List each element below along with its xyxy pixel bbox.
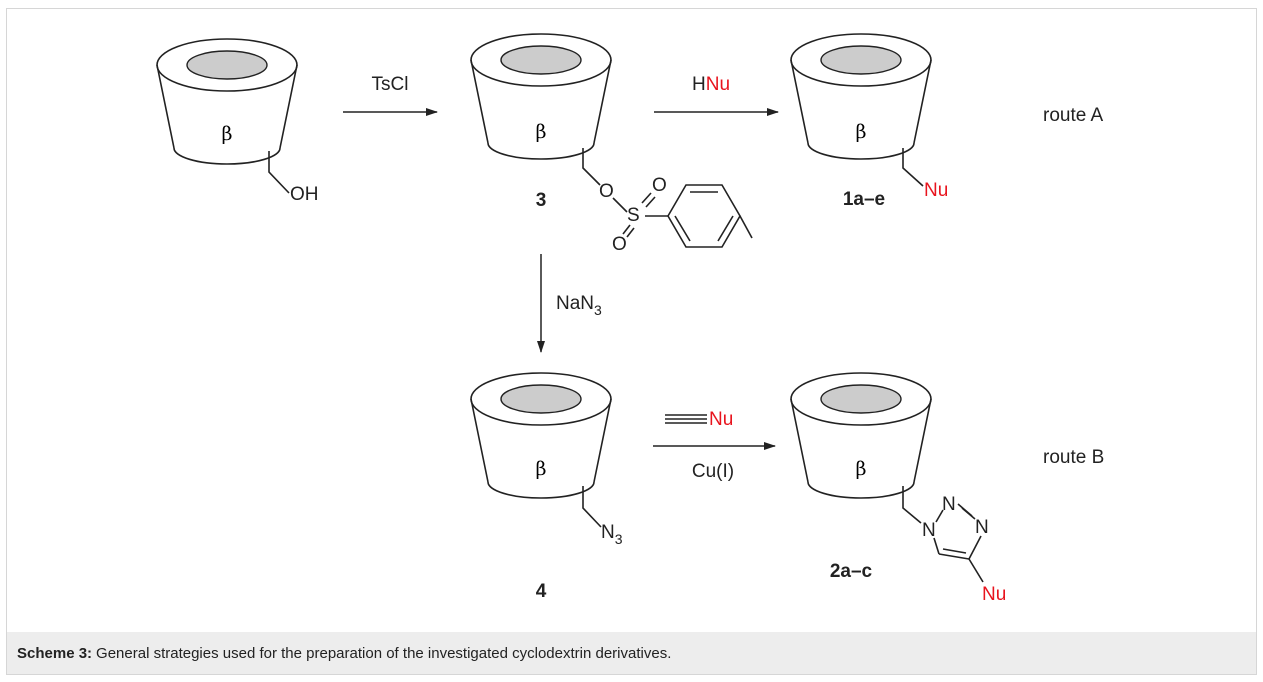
alkyne-triple-bond — [665, 414, 707, 424]
arrow-azidation: NaN3 — [537, 254, 602, 353]
route-a-label: route A — [1043, 105, 1104, 126]
reaction-scheme: β OH TsCl β O S O O — [156, 33, 1104, 605]
triazole-n3: N — [975, 517, 989, 538]
cd-triazole-product: β N N N Nu 2a–c — [790, 372, 1006, 605]
cd-beta-symbol: β — [536, 458, 547, 480]
cd-product-1: β Nu 1a–e — [790, 33, 948, 210]
compound-1-label: 1a–e — [843, 189, 885, 210]
cd-beta-symbol: β — [856, 121, 867, 143]
figure-frame — [6, 8, 1257, 675]
catalyst-cu: Cu(I) — [692, 461, 734, 482]
compound-3-label: 3 — [536, 190, 547, 211]
nucleophile-2: Nu — [982, 584, 1006, 605]
triazole-n2: N — [942, 494, 956, 515]
nucleophile-1: Nu — [924, 180, 948, 201]
cd-starting-material: β OH — [156, 38, 319, 205]
triazole-n1: N — [922, 520, 936, 541]
tosyl-s: S — [627, 205, 640, 226]
caption-label: Scheme 3: — [17, 644, 93, 662]
tosyl-o: O — [599, 181, 614, 202]
reagent-hnu: HNu — [692, 74, 730, 95]
alkyne-nucleophile: Nu — [709, 409, 733, 430]
cd-azide: β N3 4 — [470, 372, 623, 602]
arrow-substitution: HNu — [654, 74, 779, 116]
caption-text: General strategies used for the preparat… — [96, 644, 672, 662]
azide-group: N3 — [601, 522, 623, 547]
oh-linker — [268, 151, 290, 194]
tosyl-o-top: O — [652, 175, 667, 196]
tosyl-o-bottom: O — [612, 234, 627, 255]
arrow-click-reaction: Nu Cu(I) — [653, 409, 776, 482]
arrow-tosylation: TsCl — [343, 74, 438, 116]
compound-2-label: 2a–c — [830, 561, 873, 582]
reagent-nan3: NaN3 — [556, 293, 602, 318]
cd-beta-symbol: β — [856, 458, 867, 480]
tolyl-ring — [667, 184, 753, 248]
compound-4-label: 4 — [536, 581, 547, 602]
triazole-ring-bonds — [933, 503, 984, 583]
cd-beta-symbol: β — [222, 123, 233, 145]
reagent-tscl: TsCl — [372, 74, 409, 95]
cd-tosylate: β O S O O 3 — [470, 33, 753, 255]
cd-beta-symbol: β — [536, 121, 547, 143]
oh-group: OH — [290, 184, 319, 205]
route-b-label: route B — [1043, 447, 1104, 468]
caption-bar: Scheme 3: General strategies used for th… — [7, 632, 1256, 674]
